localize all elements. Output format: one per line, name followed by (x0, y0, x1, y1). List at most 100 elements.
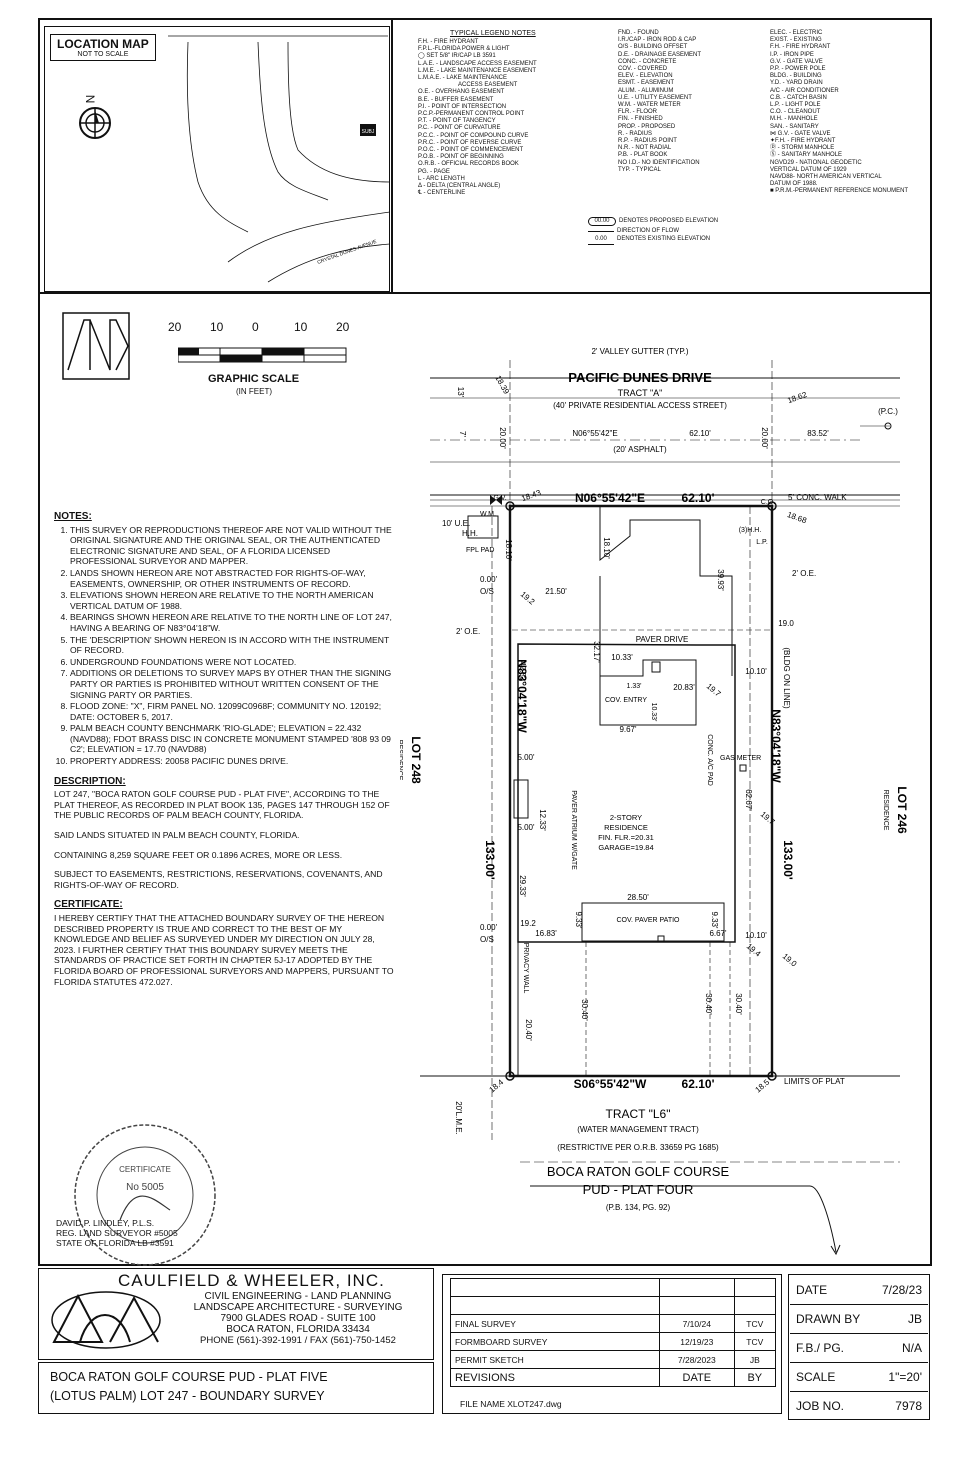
survey-label-w-bearing: N83°04'18"W (515, 659, 529, 733)
survey-label-oe-left: 2' O.E. (456, 627, 480, 636)
revision-cell: 7/10/24 (659, 1314, 735, 1333)
revision-header-cell: BY (733, 1368, 777, 1387)
survey-label-e-dist: 133.00' (781, 840, 795, 880)
survey-label-d1010a: 10.10' (745, 667, 767, 676)
survey-label-e192b: 19.2 (520, 919, 536, 928)
survey-label-e184: 18.4 (488, 1077, 506, 1094)
legend-item: Δ - DELTA (CENTRAL ANGLE) (418, 183, 501, 190)
north-label: N (83, 94, 98, 104)
company-name: CAULFIELD & WHEELER, INC. (118, 1271, 385, 1290)
legend-item: F.H. - FIRE HYDRANT (418, 39, 479, 45)
scale-tick: 20 (168, 320, 182, 334)
survey-label-tract-l6-desc: (WATER MANAGEMENT TRACT) (577, 1125, 699, 1134)
signer-state: STATE OF FLORIDA LB #3591 (56, 1238, 174, 1248)
legend-item: U.E. - UTILITY EASEMENT (618, 94, 692, 101)
revision-cell: FORMBOARD SURVEY (450, 1332, 660, 1351)
signer-reg: REG. LAND SURVEYOR #5005 (56, 1228, 178, 1238)
revision-header-cell: DATE (659, 1368, 735, 1387)
legend-elev-symbol: 00.00 (588, 217, 616, 227)
legend-item: PROP. - PROPOSED (618, 123, 676, 130)
survey-label-hh: H.H. (462, 529, 478, 538)
revision-cell (733, 1296, 777, 1315)
legend-item: BLDG. - BUILDING (770, 73, 822, 80)
corner-marker (767, 501, 777, 511)
survey-label-lot248-sub: RESIDENCE (400, 740, 403, 781)
survey-label-lp: L.P. (756, 539, 768, 546)
survey-label-d3040b: 30.40' (704, 993, 713, 1015)
survey-label-bldg-line: (BLDG ON LINE) (782, 647, 791, 709)
survey-label-os: O/S (480, 587, 494, 596)
survey-label-cl-right: 83.52' (807, 429, 829, 438)
scale-tick: 0 (252, 320, 259, 334)
survey-drawing: 2' VALLEY GUTTER (TYP.)PACIFIC DUNES DRI… (400, 347, 909, 1256)
description-paragraph: SUBJECT TO EASEMENTS, RESTRICTIONS, RESE… (54, 869, 383, 890)
legend-item: VERTICAL DATUM OF 1929 (770, 166, 847, 173)
legend-elev-text: DIRECTION OF FLOW (617, 228, 679, 235)
survey-label-n-bearing: N06°55'42"E (575, 491, 645, 505)
legend-item: SAN. - SANITARY (770, 123, 819, 130)
project-box (38, 1362, 434, 1414)
legend-elev-text: DENOTES PROPOSED ELEVATION (619, 218, 719, 224)
survey-label-d2040: 20.40' (524, 1019, 533, 1041)
legend-item: P.C.P.-PERMANENT CONTROL POINT (418, 111, 525, 118)
project-line1: BOCA RATON GOLF COURSE PUD - PLAT FIVE (50, 1370, 328, 1384)
survey-label-tract-a-desc: (40' PRIVATE RESIDENTIAL ACCESS STREET) (553, 401, 727, 410)
survey-label-wm: W.M. (480, 511, 496, 518)
survey-label-e192a: 19.2 (519, 590, 537, 607)
survey-label-paver-atrium: PAVER ATRIUM W/GATE (570, 790, 577, 870)
legend-item: DATUM OF 1988. (770, 181, 818, 188)
legend-item: Ⓓ - STORM MANHOLE (770, 145, 835, 152)
revision-row-empty (450, 1278, 777, 1297)
legend-divider (391, 18, 393, 292)
legend-item: P.O.C. - POINT OF COMMENCEMENT (418, 147, 524, 154)
survey-label-boca2: PUD - PLAT FOUR (583, 1182, 694, 1197)
survey-label-ue: 10' U.E. (442, 519, 470, 528)
location-map-street: CRYSTAL DUNES AVENUE (317, 239, 379, 266)
description-title: DESCRIPTION: (54, 775, 126, 787)
legend-item: W.M. - WATER METER (618, 102, 681, 109)
note-item: PROPERTY ADDRESS: 20058 PACIFIC DUNES DR… (70, 756, 394, 767)
note-item: ADDITIONS OR DELETIONS TO SURVEY MAPS BY… (70, 668, 394, 700)
scale-tick: 10 (210, 320, 224, 334)
info-label: JOB NO. (796, 1399, 845, 1413)
note-item: BEARINGS SHOWN HEREON ARE RELATIVE TO TH… (70, 612, 394, 633)
description-body: LOT 247, "BOCA RATON GOLF COURSE PUD - P… (54, 789, 394, 890)
survey-label-cov-patio: COV. PAVER PATIO (616, 917, 680, 924)
scale-tick: 10 (294, 320, 308, 334)
survey-label-d933a: 9.33' (574, 911, 583, 929)
scale-unit: (IN FEET) (236, 387, 272, 396)
survey-label-d1810a: 18.10' (504, 539, 513, 561)
survey-label-d3040a: 30.40' (580, 999, 589, 1021)
survey-label-e-bearing: N83°04'18"W (769, 709, 783, 783)
subject-lot-label: SUBJ (362, 129, 375, 135)
survey-label-cl-bearing: N06°55'42"E (572, 429, 617, 438)
legend-item: L - ARC LENGTH (418, 175, 465, 182)
legend-item: NAVD88- NORTH AMERICAN VERTICAL (770, 174, 882, 181)
note-item: THE 'DESCRIPTION' SHOWN HEREON IS IN ACC… (70, 635, 394, 656)
project-title: BOCA RATON GOLF COURSE PUD - PLAT FIVE (… (50, 1368, 328, 1406)
legend: TYPICAL LEGEND NOTES F.H. - FIRE HYDRANT… (418, 30, 928, 288)
legend-item: L.M.E. - LAKE MAINTENANCE EASEMENT (418, 67, 537, 74)
revision-cell: 7/28/2023 (659, 1350, 735, 1369)
revision-cell (733, 1278, 777, 1297)
survey-label-lot246-sub: RESIDENCE (882, 790, 889, 831)
company-phone: PHONE (561)-392-1991 / FAX (561)-750-145… (200, 1335, 396, 1346)
survey-label-d6267: 62.67' (744, 789, 753, 811)
revision-cell: TCV (733, 1332, 777, 1351)
legend-item: TYP. - TYPICAL (618, 166, 661, 173)
info-row: JOB NO.7978 (790, 1392, 928, 1420)
header-divider (38, 292, 932, 294)
info-row: F.B./ PG.N/A (790, 1334, 928, 1363)
survey-label-asphalt: (20' ASPHALT) (613, 445, 667, 454)
survey-label-d2933: 29.33' (518, 875, 527, 897)
corner-marker (767, 1071, 777, 1081)
legend-item: P.O.B. - POINT OF BEGINNING (418, 154, 504, 161)
legend-elev-symbol (588, 227, 614, 233)
signer-name: DAVID P. LINDLEY, P.L.S. (56, 1218, 155, 1228)
